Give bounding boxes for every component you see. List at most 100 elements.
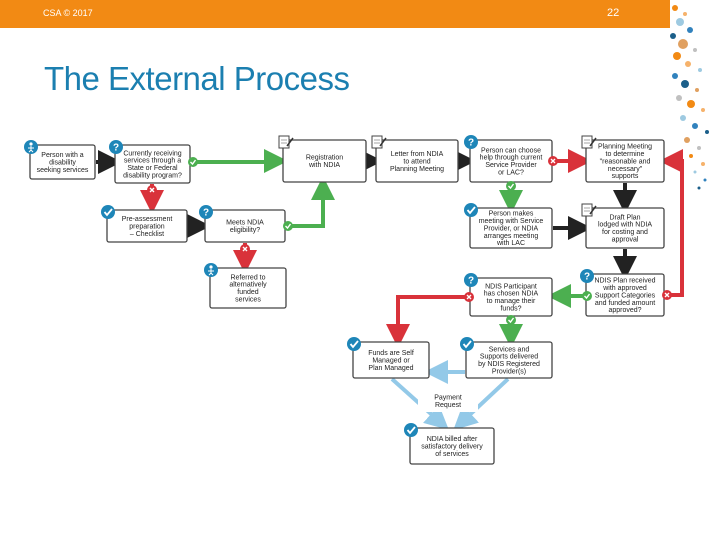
deco-dot: [693, 170, 697, 174]
node-label-line: NDIA billed after: [427, 436, 478, 443]
check-icon: [464, 203, 478, 217]
deco-dot: [670, 33, 676, 39]
node-label-line: of services: [435, 451, 469, 458]
node-box: [29, 144, 96, 180]
deco-dot: [676, 95, 682, 101]
no-marker: [147, 185, 157, 195]
node-label-line: Funds are Self: [368, 350, 414, 357]
node-label-line: Person with a: [41, 152, 84, 159]
node-label-line: approval: [612, 237, 639, 244]
node-label-line: Services and: [489, 346, 530, 353]
decorative-dots: [670, 5, 709, 190]
deco-dot: [678, 39, 688, 49]
node-label-line: funds?: [500, 306, 521, 313]
node-box: [282, 139, 367, 183]
node-label-line: with LAC: [496, 240, 525, 247]
node-label-line: Meets NDIA: [226, 220, 264, 227]
node-label-line: services through a: [124, 158, 181, 165]
node-label-line: has chosen NDIA: [484, 291, 539, 298]
node-label-line: lodged with NDIA: [598, 222, 652, 229]
node-label-line: Managed or: [372, 357, 410, 364]
node-label-line: preparation: [129, 223, 165, 230]
node-box: [585, 207, 665, 249]
deco-dot: [673, 52, 681, 60]
node-label-line: for costing and: [602, 229, 648, 236]
node-label-line: Support Categories: [595, 292, 656, 299]
deco-dot: [697, 146, 701, 150]
arrow-yes-to-registration: [191, 149, 288, 173]
svg-text:?: ?: [468, 138, 474, 149]
svg-text:?: ?: [203, 208, 209, 219]
flow-markers: [147, 156, 672, 325]
node-label-line: or LAC?: [498, 170, 524, 177]
deco-dot: [680, 115, 686, 121]
node-label-line: disability program?: [123, 173, 182, 180]
no-marker: [662, 290, 672, 300]
node-label-line: funded: [237, 289, 259, 296]
deco-dot: [697, 186, 701, 190]
node-label-line: Request: [435, 402, 461, 409]
node-label-line: by NDIS Registered: [478, 361, 540, 368]
node-label-line: Letter from NDIA: [391, 151, 444, 158]
slide-title: The External Process: [44, 60, 350, 97]
check-icon: [460, 337, 474, 351]
node-box: [106, 209, 188, 243]
deco-dot: [672, 73, 678, 79]
node-label-line: satisfactory delivery: [421, 443, 483, 450]
node-label-line: to determine: [606, 151, 645, 158]
deco-dot: [692, 123, 698, 129]
node-label-line: Plan Managed: [368, 365, 413, 372]
yes-marker: [283, 221, 293, 231]
node-label-line: State or Federal: [127, 165, 178, 172]
node-label-line: to manage their: [487, 298, 536, 305]
node-label-line: meeting with Service: [479, 218, 544, 225]
node-label-line: Payment: [434, 395, 462, 402]
deco-dot: [687, 27, 693, 33]
question-icon: ?: [464, 135, 478, 149]
node-label-line: Referred to: [230, 274, 265, 281]
arrow-not-ndia-to-selfmanaged: [386, 295, 469, 348]
node-label-line: Supports delivered: [480, 354, 538, 361]
question-icon: ?: [464, 273, 478, 287]
node-box: [409, 427, 495, 465]
deco-dot: [685, 61, 691, 67]
form-icon: [581, 135, 597, 149]
node-label-line: necessary": [608, 166, 643, 173]
deco-dot: [705, 130, 709, 134]
deco-dot: [698, 68, 702, 72]
node-label-line: to attend: [403, 158, 430, 165]
question-icon: ?: [199, 205, 213, 219]
node-label-line: Registration: [306, 155, 343, 162]
node-label-line: Currently receiving: [123, 150, 181, 157]
node-label-line: NDIS Plan received: [594, 278, 655, 285]
deco-dot: [687, 100, 695, 108]
node-label-line: seeking services: [37, 167, 89, 174]
node-label-line: NDIS Participant: [485, 283, 537, 290]
person-icon: [204, 263, 218, 277]
check-icon: [101, 205, 115, 219]
deco-dot: [681, 80, 689, 88]
form-icon: [278, 135, 294, 149]
header-bar: [0, 0, 670, 28]
deco-dot: [683, 12, 687, 16]
deco-dot: [703, 178, 707, 182]
node-label-line: approved?: [608, 307, 641, 314]
node-label-line: "reasonable and: [600, 158, 651, 165]
deco-dot: [695, 88, 699, 92]
node-box: [585, 139, 665, 183]
